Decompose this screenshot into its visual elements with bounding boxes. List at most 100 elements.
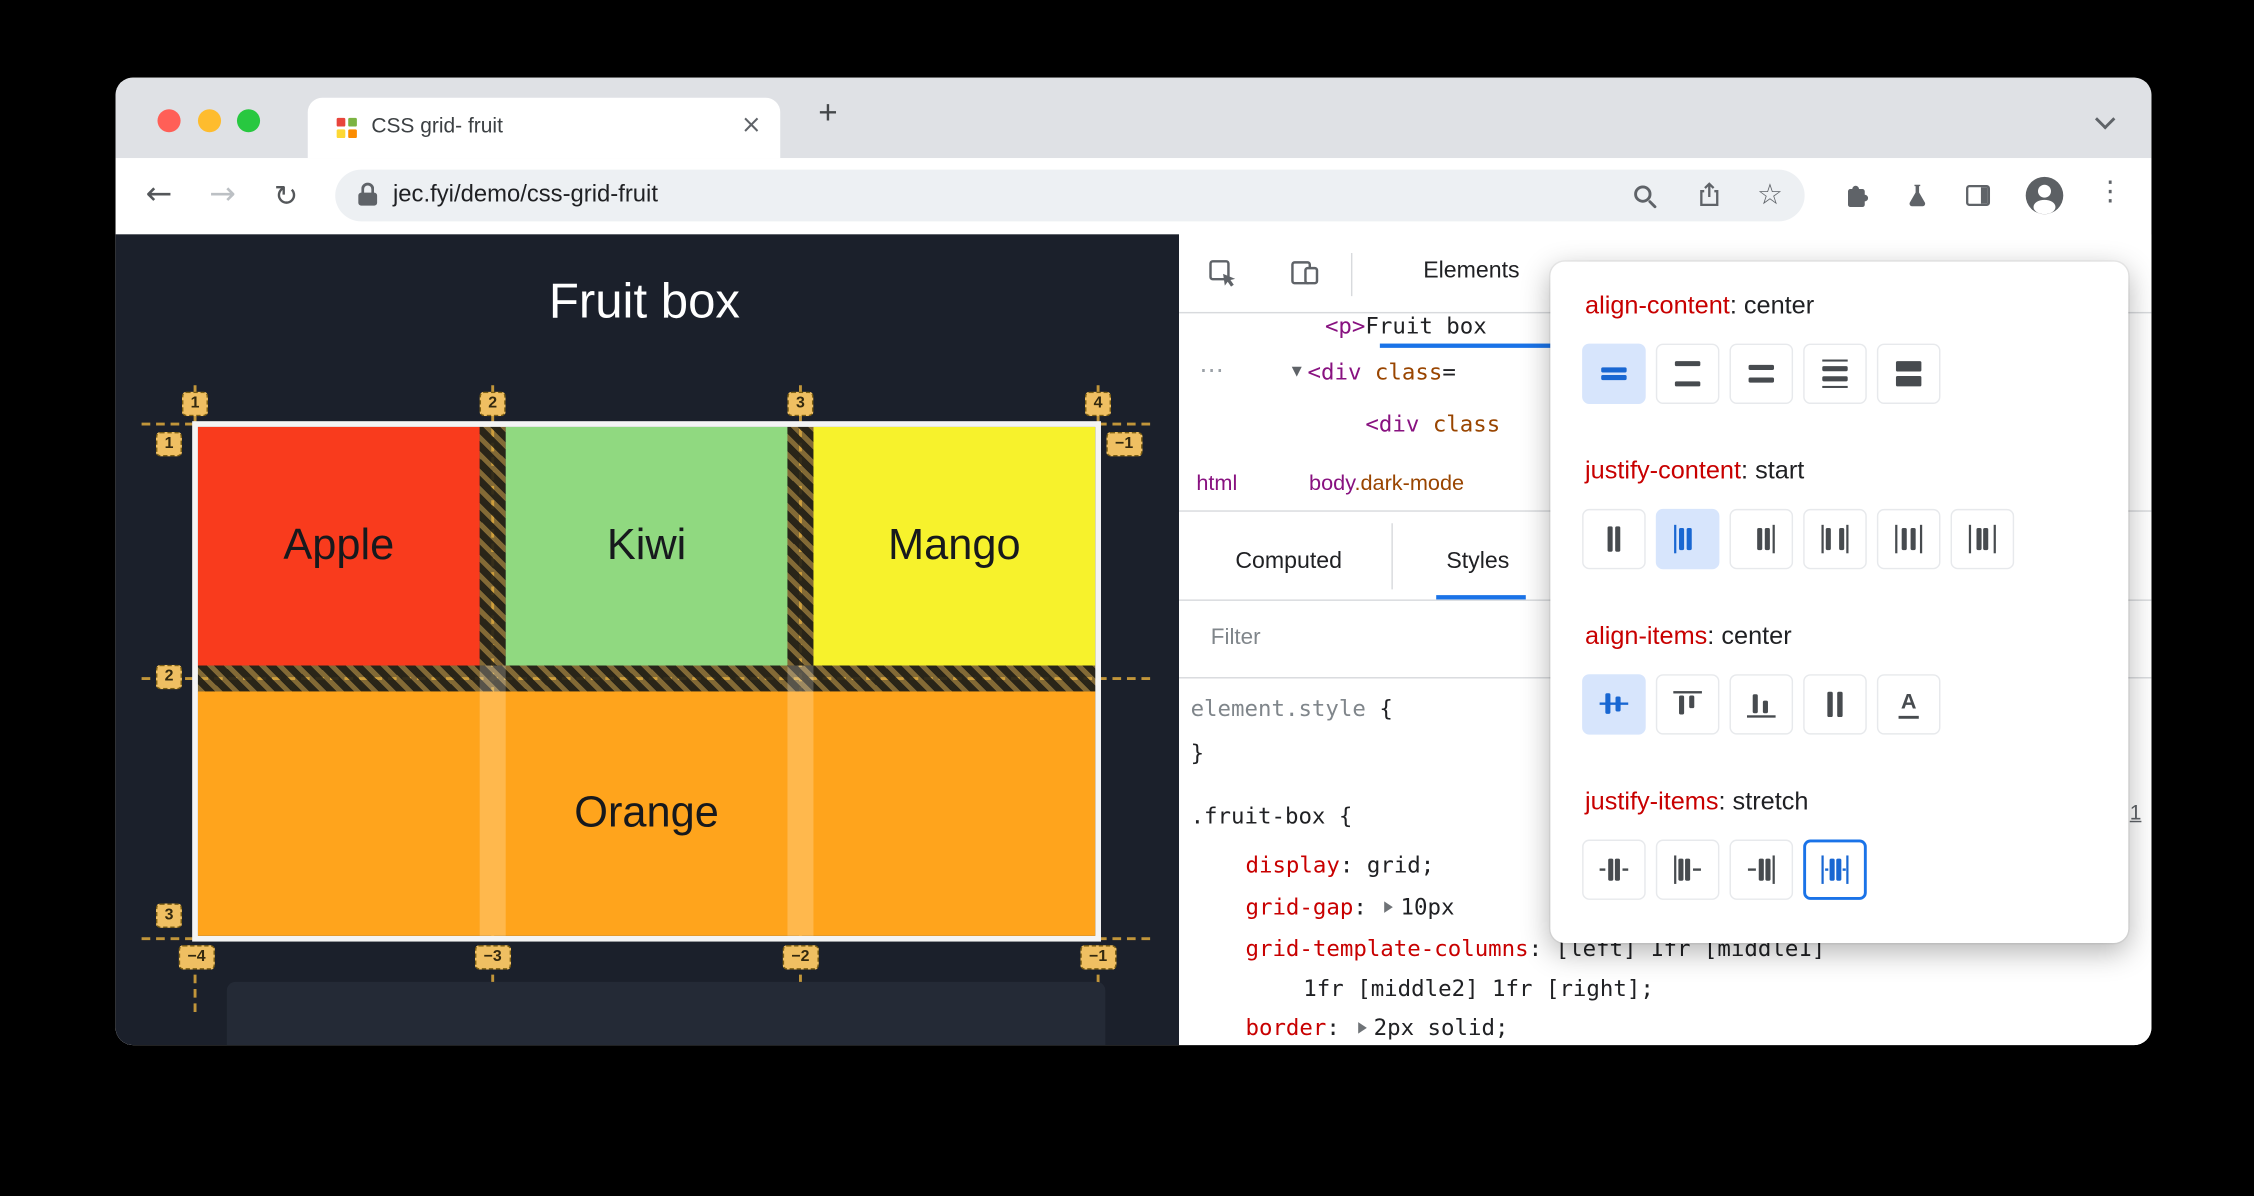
grid-line-number-badge: −1 xyxy=(1080,945,1116,970)
bookmark-star-icon[interactable]: ☆ xyxy=(1756,176,1783,212)
grid-gap-hatch xyxy=(787,426,814,666)
baseline-a-icon: A xyxy=(1897,690,1920,719)
dom-node-fruit-box-div[interactable]: ▼ <div class= xyxy=(1291,359,1456,386)
dom-selection-indicator xyxy=(1379,343,1551,348)
dom-node-child-div[interactable]: <div class xyxy=(1365,411,1501,437)
grid-line-number-badge: 1 xyxy=(155,431,183,457)
lock-icon[interactable] xyxy=(358,182,378,207)
css-prop-grid-template-columns-wrap[interactable]: 1fr [middle2] 1fr [right]; xyxy=(1303,976,1654,1002)
window-content: Fruit box Apple Kiwi Mango Orange 1 2 3 xyxy=(115,234,2152,1046)
align-items-center-button[interactable] xyxy=(1582,674,1646,735)
justify-content-start-button[interactable] xyxy=(1655,508,1720,570)
justify-items-options xyxy=(1582,839,1867,900)
align-items-start-button[interactable] xyxy=(1655,674,1720,735)
tab-divider xyxy=(1391,523,1393,590)
breadcrumb-body[interactable]: body.dark-mode xyxy=(1309,471,1465,496)
grid-cell-apple: Apple xyxy=(197,426,480,666)
stylesheet-source-link[interactable]: 1 xyxy=(2129,802,2142,826)
justify-items-stretch-button[interactable] xyxy=(1803,839,1867,900)
next-page-section xyxy=(226,981,1106,1046)
grid-line-number-badge: −2 xyxy=(782,945,819,970)
shorthand-expander-icon[interactable] xyxy=(1384,901,1394,913)
justify-content-center-button[interactable] xyxy=(1582,508,1646,570)
align-items-end-button[interactable] xyxy=(1729,674,1794,735)
css-prop-display[interactable]: display: grid; xyxy=(1245,852,1435,879)
css-rule-close-brace[interactable]: } xyxy=(1190,740,1205,767)
new-tab-button[interactable]: + xyxy=(818,93,838,131)
align-content-options xyxy=(1582,343,1941,404)
toolbar-divider xyxy=(1350,253,1353,297)
align-content-space-evenly-button[interactable] xyxy=(1803,343,1867,404)
back-button[interactable]: ← xyxy=(145,176,173,213)
browser-window: CSS grid- fruit × + ← → ↻ jec.fyi/demo/c… xyxy=(115,77,2152,1046)
forward-button[interactable]: → xyxy=(209,176,236,213)
dom-node-p[interactable]: <p>Fruit box xyxy=(1324,313,1487,340)
grid-line-number-badge: 4 xyxy=(1085,391,1112,417)
css-prop-grid-gap[interactable]: grid-gap: 10px xyxy=(1245,894,1455,920)
shorthand-expander-icon[interactable] xyxy=(1357,1022,1367,1034)
css-prop-grid-template-columns[interactable]: grid-template-columns: [left] 1fr [middl… xyxy=(1245,935,1826,962)
inspect-element-icon[interactable] xyxy=(1205,256,1240,291)
grid-cell-orange: Orange xyxy=(197,691,1096,936)
justify-content-end-button[interactable] xyxy=(1729,508,1794,570)
grid-line-number-badge: 3 xyxy=(787,391,814,417)
profile-avatar[interactable] xyxy=(2024,175,2064,215)
grid-line-number-badge: 3 xyxy=(155,903,183,928)
address-bar[interactable]: jec.fyi/demo/css-grid-fruit ☆ xyxy=(335,169,1805,222)
justify-items-center-button[interactable] xyxy=(1582,839,1646,900)
browser-tab[interactable]: CSS grid- fruit × xyxy=(307,97,781,159)
align-items-options: A xyxy=(1582,674,1941,735)
grid-alignment-popup: align-content: center justify-content: s… xyxy=(1550,261,2129,943)
align-content-stretch-button[interactable] xyxy=(1876,343,1941,404)
align-content-center-button[interactable] xyxy=(1582,343,1646,404)
url-text[interactable]: jec.fyi/demo/css-grid-fruit xyxy=(393,181,658,207)
device-toolbar-icon[interactable] xyxy=(1287,256,1322,291)
active-tab-underline xyxy=(1436,595,1526,600)
align-items-stretch-button[interactable] xyxy=(1803,674,1867,735)
align-items-baseline-button[interactable]: A xyxy=(1876,674,1941,735)
breadcrumb-html[interactable]: html xyxy=(1196,471,1238,496)
page-title: Fruit box xyxy=(548,274,740,330)
grid-line-number-badge: 2 xyxy=(479,391,506,417)
justify-content-space-around-button[interactable] xyxy=(1876,508,1941,570)
share-icon[interactable] xyxy=(1695,181,1724,210)
extensions-puzzle-icon[interactable] xyxy=(1841,180,1873,212)
tab-computed[interactable]: Computed xyxy=(1235,549,1343,574)
macos-close-button[interactable] xyxy=(157,109,181,133)
tab-title: CSS grid- fruit xyxy=(371,115,503,138)
tab-styles[interactable]: Styles xyxy=(1446,549,1510,574)
grid-gap-hatch xyxy=(197,665,1096,692)
justify-items-label: justify-items: stretch xyxy=(1585,786,1809,816)
flask-icon[interactable] xyxy=(1903,181,1932,210)
reload-button[interactable]: ↻ xyxy=(273,178,299,213)
fruit-box-grid: Apple Kiwi Mango Orange xyxy=(192,421,1101,942)
tab-close-icon[interactable]: × xyxy=(741,110,762,140)
align-content-space-between-button[interactable] xyxy=(1655,343,1720,404)
justify-content-space-evenly-button[interactable] xyxy=(1950,508,2015,570)
expand-arrow-icon[interactable]: ▼ xyxy=(1291,365,1302,380)
dom-overflow-menu-icon[interactable]: ⋯ xyxy=(1199,356,1224,386)
grid-gap-hatch xyxy=(479,426,506,666)
zoom-icon[interactable] xyxy=(1634,185,1652,203)
align-content-space-around-button[interactable] xyxy=(1729,343,1794,404)
justify-items-start-button[interactable] xyxy=(1655,839,1720,900)
macos-minimize-button[interactable] xyxy=(197,109,222,133)
tab-favicon-icon xyxy=(336,117,357,138)
tab-search-chevron-icon[interactable] xyxy=(2094,109,2116,130)
grid-line-number-badge: 2 xyxy=(155,664,183,690)
styles-filter-input[interactable]: Filter xyxy=(1210,625,1261,650)
tab-elements[interactable]: Elements xyxy=(1423,258,1520,284)
css-rule-fruit-box-selector[interactable]: .fruit-box { xyxy=(1190,803,1353,830)
grid-line-number-badge: −1 xyxy=(1106,431,1142,457)
side-panel-icon[interactable] xyxy=(1962,180,1994,212)
macos-zoom-button[interactable] xyxy=(236,109,261,133)
css-prop-border[interactable]: border: 2px solid; xyxy=(1245,1014,1509,1041)
page-viewport: Fruit box Apple Kiwi Mango Orange 1 2 3 xyxy=(115,234,1180,1046)
justify-items-end-button[interactable] xyxy=(1729,839,1794,900)
browser-menu-icon[interactable]: ⋮ xyxy=(2096,175,2124,207)
grid-line-number-badge: 1 xyxy=(181,391,209,417)
css-rule-element-style[interactable]: element.style { xyxy=(1190,695,1393,722)
browser-titlebar: CSS grid- fruit × + xyxy=(115,77,2152,159)
justify-content-space-between-button[interactable] xyxy=(1803,508,1867,570)
